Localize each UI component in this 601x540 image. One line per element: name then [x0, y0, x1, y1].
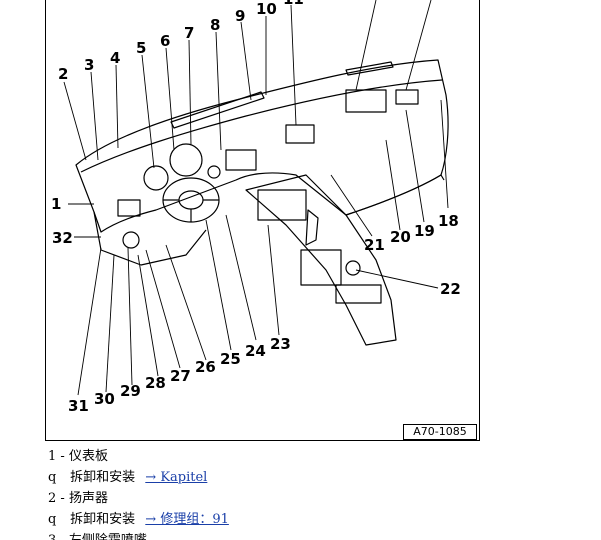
kapitel-link[interactable]: → Kapitel: [145, 470, 208, 485]
entry-action-row: q 拆卸和安装 → 修理组：91: [48, 509, 568, 530]
callout-25: 25: [220, 350, 241, 368]
callout-20: 20: [390, 228, 411, 246]
callout-11: 11: [283, 0, 304, 8]
entry-index: 2 -: [48, 491, 65, 506]
entry-heading-partial: 3 - 左侧除霜喷嘴: [48, 530, 568, 540]
entry-heading: 1 - 仪表板: [48, 446, 568, 467]
callout-29: 29: [120, 382, 141, 400]
callout-2: 2: [58, 65, 68, 83]
callout-22: 22: [440, 280, 461, 298]
callout-3: 3: [84, 56, 94, 74]
callout-32: 32: [52, 229, 73, 247]
dashboard-drawing: 2 3 4 5 6 7 8 9 10 11 1 32 18 19 20 21 2…: [51, 0, 461, 415]
callout-19: 19: [414, 222, 435, 240]
callout-9: 9: [235, 7, 245, 25]
entry-action: 拆卸和安装: [70, 512, 136, 527]
callout-7: 7: [184, 24, 194, 42]
callout-5: 5: [136, 39, 146, 57]
dashboard-diagram: 2 3 4 5 6 7 8 9 10 11 1 32 18 19 20 21 2…: [45, 0, 480, 441]
repair-group-link[interactable]: → 修理组：91: [145, 512, 229, 527]
entry-title: 扬声器: [68, 491, 108, 506]
entry-action-row: q 拆卸和安装 → Kapitel: [48, 467, 568, 488]
callout-23: 23: [270, 335, 291, 353]
entry-index: 1 -: [48, 449, 65, 464]
callout-6: 6: [160, 32, 170, 50]
callout-27: 27: [170, 367, 191, 385]
figure-id-label: A70-1085: [403, 424, 477, 440]
callout-1: 1: [51, 195, 61, 213]
callout-30: 30: [94, 390, 115, 408]
callout-31: 31: [68, 397, 89, 415]
bullet-marker: q: [48, 512, 57, 527]
callout-26: 26: [195, 358, 216, 376]
callout-24: 24: [245, 342, 266, 360]
callout-21: 21: [364, 236, 385, 254]
entry-title: 仪表板: [68, 449, 108, 464]
entry-heading: 2 - 扬声器: [48, 488, 568, 509]
callout-28: 28: [145, 374, 166, 392]
entry-action: 拆卸和安装: [70, 470, 136, 485]
callout-8: 8: [210, 16, 220, 34]
bullet-marker: q: [48, 470, 57, 485]
callout-18: 18: [438, 212, 459, 230]
legend-text: 1 - 仪表板 q 拆卸和安装 → Kapitel 2 - 扬声器 q 拆卸和安…: [48, 446, 568, 540]
callout-10: 10: [256, 0, 277, 18]
callout-4: 4: [110, 49, 120, 67]
